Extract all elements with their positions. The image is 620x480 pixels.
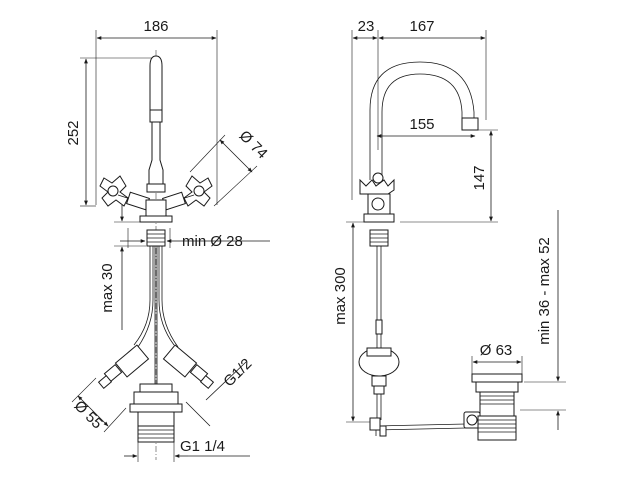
dimension-waste-diameter: Ø 55 — [71, 377, 127, 432]
popup-waste — [463, 373, 523, 441]
adjust-range-label: min 36 - max 52 — [536, 237, 553, 345]
side-valve — [358, 347, 400, 395]
dimension-waste-thread: G1 1/4 — [124, 438, 250, 462]
offset-label: 23 — [358, 18, 375, 35]
plug-diameter-label: Ø 63 — [480, 342, 513, 359]
width-label: 186 — [143, 18, 168, 35]
hole-min-label: min Ø 28 — [182, 233, 243, 250]
dimension-adjust-range: min 36 - max 52 — [520, 210, 566, 430]
dimension-max-length: max 300 — [332, 221, 376, 423]
side-body — [359, 172, 395, 247]
dimension-height: 252 — [65, 57, 155, 207]
front-view: 186 252 — [65, 18, 271, 462]
spout-height-label: 147 — [471, 165, 488, 190]
dimension-reach: 23 167 — [351, 18, 487, 200]
reach-label: 167 — [409, 18, 434, 35]
left-cross-handle — [99, 175, 150, 211]
max-length-label: max 300 — [332, 267, 349, 325]
max-thickness-label: max 30 — [99, 263, 116, 312]
side-view: 23 167 155 147 — [332, 18, 566, 441]
waste-thread-label: G1 1/4 — [180, 438, 225, 455]
dimension-spout-height: 147 — [400, 129, 498, 223]
right-cross-handle — [162, 175, 213, 211]
waste-fitting — [129, 383, 183, 443]
dimension-width: 186 — [95, 18, 218, 205]
height-label: 252 — [65, 120, 82, 145]
waste-diameter-label: Ø 55 — [71, 397, 106, 432]
hose-thread-label: G1/2 — [220, 355, 255, 390]
dimension-max-thickness: max 30 — [99, 205, 146, 330]
gooseneck-spout — [369, 61, 479, 180]
spout-front — [146, 55, 166, 193]
dimension-spout-inner: 155 — [376, 116, 476, 138]
dimension-plug-diameter: Ø 63 — [471, 342, 523, 374]
handle-diameter-label: Ø 74 — [236, 127, 271, 162]
left-valve — [97, 344, 150, 389]
right-valve — [162, 344, 215, 389]
supply-hoses — [133, 246, 179, 390]
spout-inner-label: 155 — [409, 116, 434, 133]
dimension-hole: min Ø 28 — [120, 228, 270, 250]
pull-rod — [369, 417, 467, 437]
